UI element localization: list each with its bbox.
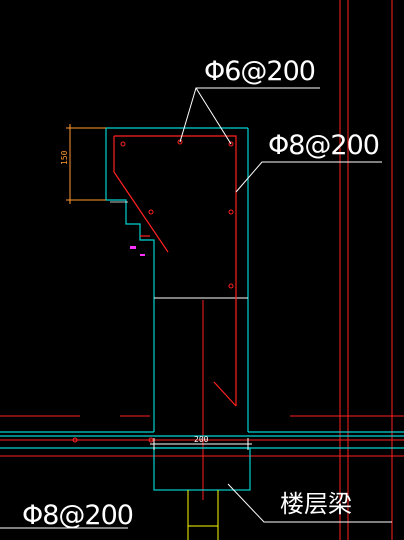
dimension-width-value: 200 (194, 435, 209, 444)
dimension-width (150, 438, 252, 450)
leader-top-branch (195, 87, 232, 145)
magenta-mark (130, 246, 136, 249)
rebar-bar (228, 283, 234, 289)
dimension-height-value: 150 (60, 150, 69, 165)
rebar-group (113, 135, 237, 407)
rebar-bar (177, 139, 183, 145)
column-below (187, 490, 219, 540)
rebar-dots (72, 139, 234, 443)
floor-beam-outline (153, 447, 251, 491)
rebar-bar (148, 209, 154, 215)
rebar-bar (148, 437, 154, 443)
bottom-rebar-label: Φ8@200 (22, 500, 133, 531)
rebar-main (114, 135, 237, 406)
leader-lines (0, 87, 392, 529)
rebar-diagonal-bottom (213, 381, 237, 407)
magenta-mark (140, 254, 145, 256)
upstand-outline (105, 127, 248, 432)
rebar-bar (228, 209, 234, 215)
leader-beam (227, 483, 392, 523)
side-rebar-label: Φ8@200 (268, 130, 379, 161)
rebar-diagonal-left (113, 171, 169, 253)
rebar-bar (120, 141, 126, 147)
rebar-bar (228, 141, 234, 147)
rebar-bar (72, 437, 78, 443)
dimension-height (66, 124, 106, 204)
beam-label: 楼层梁 (280, 490, 352, 518)
leader-side (235, 161, 382, 193)
top-rebar-label: Φ6@200 (204, 56, 315, 87)
